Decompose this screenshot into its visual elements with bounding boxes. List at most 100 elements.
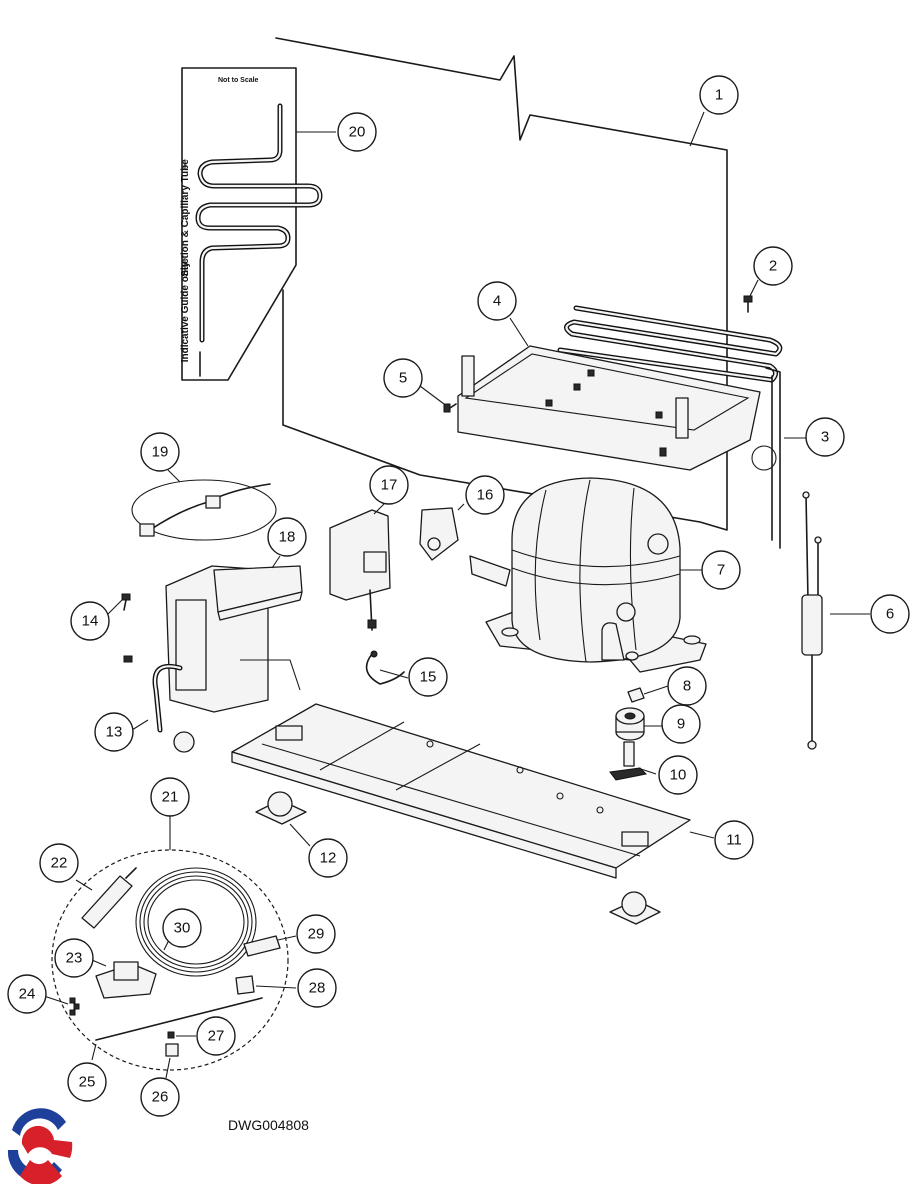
callout-30: 30 [162,908,202,948]
suction-capillary-label: Suction & Capillary Tube [180,159,191,277]
capillary-coil [135,867,257,977]
callout-23: 23 [54,938,94,978]
svg-text:28: 28 [309,980,326,997]
callout-4: 4 [477,281,517,321]
svg-text:16: 16 [477,487,494,504]
svg-text:5: 5 [399,370,407,387]
callout-6: 6 [870,594,910,634]
svg-text:1: 1 [715,87,723,104]
svg-text:23: 23 [66,950,83,967]
control-box [152,565,303,753]
base-plate [231,703,691,879]
callout-24: 24 [7,974,47,1014]
svg-text:30: 30 [174,920,191,937]
svg-text:17: 17 [381,477,398,494]
wiring-harness [131,479,277,541]
svg-text:22: 22 [51,855,68,872]
svg-text:6: 6 [886,606,894,623]
svg-text:20: 20 [349,124,366,141]
svg-text:24: 24 [19,986,36,1003]
callout-14: 14 [70,601,110,641]
filter-drier [81,867,137,929]
svg-text:29: 29 [308,926,325,943]
svg-text:8: 8 [683,678,691,695]
callout-27: 27 [196,1016,236,1056]
callout-11: 11 [714,820,754,860]
fitting-27 [167,1031,175,1039]
callout-1: 1 [699,75,739,115]
callout-3: 3 [805,417,845,457]
clip-8 [627,687,645,703]
callout-20: 20 [337,112,377,152]
svg-text:21: 21 [162,789,179,806]
capacitor [419,507,459,561]
svg-text:27: 27 [208,1028,225,1045]
compressor [469,477,707,673]
kit-boundary [51,849,289,1071]
screw-2 [743,295,753,313]
callout-19: 19 [140,432,180,472]
castor-lower [609,891,661,925]
callout-10: 10 [658,755,698,795]
callout-8: 8 [667,666,707,706]
castor-12 [255,791,307,825]
svg-text:14: 14 [82,613,99,630]
ground-wire [365,650,405,685]
svg-text:10: 10 [670,767,687,784]
cabinet-outline [275,37,728,531]
callout-5: 5 [383,358,423,398]
callout-29: 29 [296,914,336,954]
callout-22: 22 [39,843,79,883]
screw-14b [123,655,133,663]
svg-text:11: 11 [726,832,742,849]
drawing-number: DWG004808 [228,1117,309,1133]
adapter-29 [243,935,281,957]
process-tube [95,997,263,1041]
callout-26: 26 [140,1077,180,1117]
svg-text:7: 7 [717,562,725,579]
callout-2: 2 [753,246,793,286]
svg-text:9: 9 [677,716,685,733]
callout-7: 7 [701,550,741,590]
svg-text:3: 3 [821,429,829,446]
svg-text:2: 2 [769,258,777,275]
callout-17: 17 [369,465,409,505]
callout-12: 12 [308,838,348,878]
svg-text:12: 12 [320,850,337,867]
bolt-10 [609,741,648,781]
callout-16: 16 [465,475,505,515]
screw-tray [659,447,667,457]
not-to-scale-label: Not to Scale [218,77,259,84]
svg-text:4: 4 [493,293,501,310]
callout-25: 25 [67,1062,107,1102]
suction-capillary-tube [195,103,323,377]
indicative-guide-label: Indicative Guide only [180,261,191,362]
svg-text:25: 25 [79,1074,96,1091]
svg-text:15: 15 [420,669,437,686]
leader-lines [43,111,870,1079]
screw-14 [121,593,131,611]
svg-text:13: 13 [106,724,123,741]
fitting-26 [165,1043,179,1057]
thermostat-probe [801,491,823,750]
callout-28: 28 [297,968,337,1008]
screw-5 [443,403,457,413]
callout-13: 13 [94,712,134,752]
svg-text:26: 26 [152,1089,169,1106]
callout-21: 21 [150,777,190,817]
callout-9: 9 [661,704,701,744]
svg-text:18: 18 [279,529,296,546]
screws-24 [69,997,80,1016]
callout-18: 18 [267,517,307,557]
drip-tray [457,345,761,471]
brand-logo [4,1108,73,1184]
clip-28 [235,975,255,995]
starter-relay [329,509,391,631]
guide-panel [181,67,297,381]
condenser-coil [557,305,783,549]
svg-text:19: 19 [152,444,169,461]
callout-15: 15 [408,657,448,697]
service-valve [95,961,157,999]
grommet-9 [615,707,645,741]
